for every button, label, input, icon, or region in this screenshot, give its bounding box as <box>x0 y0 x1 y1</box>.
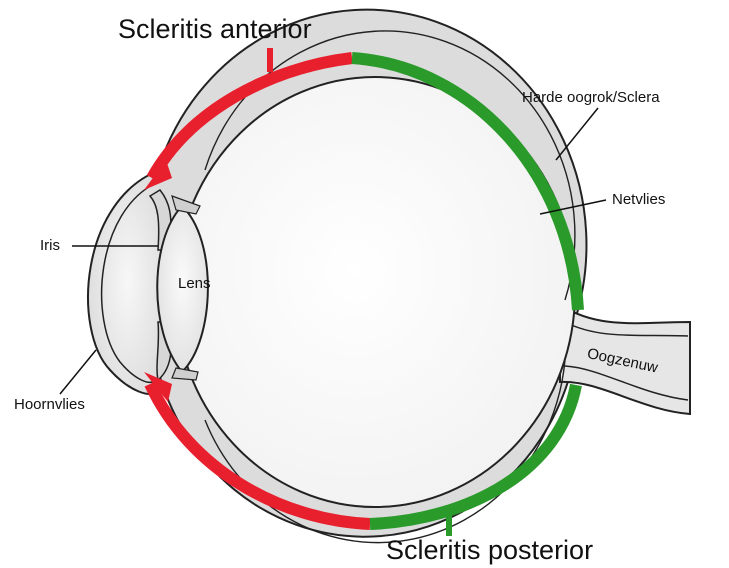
title-scleritis-anterior: Scleritis anterior <box>118 16 312 43</box>
leader-sclera <box>556 108 598 160</box>
marker-anterior <box>267 48 273 72</box>
label-sclera: Harde oogrok/Sclera <box>522 90 660 105</box>
title-scleritis-posterior: Scleritis posterior <box>386 537 593 564</box>
cornea <box>88 170 160 394</box>
label-netvlies: Netvlies <box>612 192 665 207</box>
label-hoornvlies: Hoornvlies <box>14 397 85 412</box>
label-lens: Lens <box>178 276 211 291</box>
label-iris: Iris <box>40 238 60 253</box>
marker-posterior <box>446 512 452 536</box>
leader-hoornvlies <box>60 350 96 394</box>
